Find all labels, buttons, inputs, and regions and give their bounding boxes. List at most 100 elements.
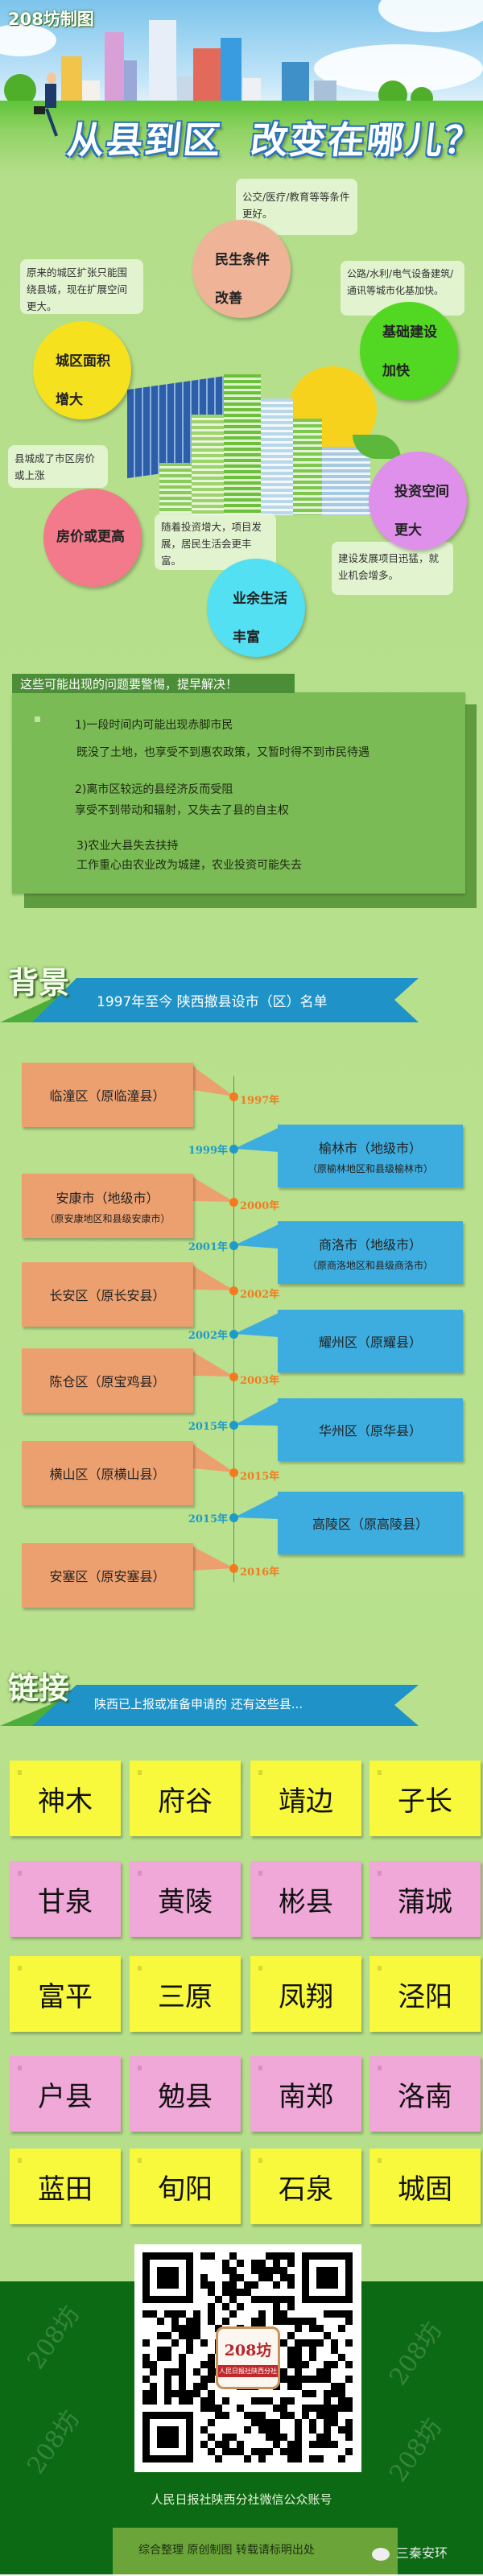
timeline-pointer [192, 1066, 234, 1096]
qr-module [244, 2412, 251, 2419]
timeline-entry-name: 横山区（原横山县） [49, 1467, 166, 1482]
qr-module [309, 2419, 316, 2426]
qr-module [150, 2383, 157, 2390]
timeline-year: 2000年 [240, 1200, 280, 1212]
qr-module [215, 2455, 222, 2462]
qr-module [273, 2303, 280, 2310]
qr-module [324, 2310, 331, 2318]
qr-module [273, 2281, 280, 2289]
qr-module [324, 2332, 331, 2339]
timeline-year: 1997年 [240, 1095, 280, 1107]
county-card: 府谷 [130, 1761, 241, 1836]
qr-module [229, 2310, 237, 2318]
timeline-pointer [234, 1402, 279, 1426]
qr-module [229, 2281, 237, 2289]
timeline-year: 2003年 [240, 1375, 280, 1387]
qr-module [345, 2419, 353, 2426]
qr-finder [157, 2426, 179, 2448]
qr-module [186, 2332, 193, 2339]
qr-module [287, 2455, 295, 2462]
qr-module [266, 2419, 273, 2426]
qr-module [200, 2339, 208, 2347]
qr-module [287, 2303, 295, 2310]
qr-module [215, 2441, 222, 2448]
timeline-entry: 临潼区（原临潼县） [22, 1063, 193, 1127]
timeline-dot [229, 1468, 238, 1477]
county-card: 户县 [10, 2056, 121, 2132]
qr-module [186, 2318, 193, 2325]
circle-housing-price-line1: 房价或更高 [56, 529, 125, 545]
county-card: 蒲城 [369, 1861, 481, 1937]
wechat-watermark: 三秦安环 [372, 2542, 448, 2562]
circle-infrastructure-line2: 加快 [382, 363, 410, 379]
qr-module [208, 2252, 215, 2260]
qr-module [164, 2390, 171, 2397]
timeline-pointer [192, 1546, 234, 1571]
qr-module [302, 2339, 309, 2347]
qr-module [280, 2274, 287, 2281]
bottom-edge [0, 2574, 483, 2576]
circle-housing-price: 房价或更高 [43, 489, 142, 587]
qr-module [287, 2361, 295, 2368]
qr-module [251, 2318, 258, 2325]
qr-code[interactable]: 208坊 人民日报社陕西分社 [134, 2244, 361, 2472]
qr-module [324, 2434, 331, 2441]
qr-module [273, 2296, 280, 2303]
timeline-entry-name: 安塞区（原安塞县） [49, 1569, 166, 1584]
qr-module [295, 2376, 302, 2383]
qr-module [237, 2448, 244, 2455]
qr-module [171, 2339, 179, 2347]
qr-module [142, 2354, 150, 2361]
county-card: 靖边 [250, 1761, 361, 1836]
qr-module [193, 2325, 200, 2332]
qr-finder [316, 2267, 338, 2289]
qr-module [345, 2361, 353, 2368]
qr-module [244, 2455, 251, 2462]
background-ribbon [0, 978, 419, 1022]
timeline-entry-name: 华州区（原华县） [318, 1423, 422, 1439]
timeline-dot [229, 1421, 238, 1430]
qr-module [200, 2274, 208, 2281]
timeline-entry-name: 商洛市（地级市） [318, 1236, 422, 1253]
qr-module [142, 2376, 150, 2383]
circle-urban-area-line1: 城区面积 [56, 353, 110, 369]
circle-livelihood: 民生条件 改善 [192, 220, 291, 318]
qr-module [266, 2448, 273, 2455]
qr-module [287, 2412, 295, 2419]
qr-module [338, 2405, 345, 2412]
qr-module [345, 2310, 353, 2318]
qr-module [193, 2390, 200, 2397]
qr-module [171, 2318, 179, 2325]
qr-module [280, 2412, 287, 2419]
qr-module [309, 2376, 316, 2383]
qr-module [295, 2361, 302, 2368]
qr-module [150, 2361, 157, 2368]
qr-module [258, 2310, 266, 2318]
qr-module [287, 2296, 295, 2303]
timeline-entry-note: （原榆林地区和县级榆林市） [307, 1162, 433, 1174]
qr-module [302, 2405, 309, 2412]
county-card: 神木 [10, 1761, 121, 1836]
qr-module [179, 2376, 186, 2383]
timeline-year: 2002年 [188, 1330, 228, 1342]
qr-module [150, 2397, 157, 2405]
qr-module [251, 2296, 258, 2303]
qr-module [324, 2361, 331, 2368]
qr-module [179, 2310, 186, 2318]
qr-module [280, 2310, 287, 2318]
qr-module [244, 2281, 251, 2289]
qr-module [345, 2426, 353, 2434]
qr-module [157, 2332, 164, 2339]
qr-module [186, 2325, 193, 2332]
qr-module [280, 2267, 287, 2274]
circle-investment: 投资空间 更大 [369, 452, 467, 550]
qr-module [258, 2412, 266, 2419]
green-city-illustration [111, 342, 404, 515]
qr-module [295, 2347, 302, 2354]
timeline-dot [229, 1198, 238, 1207]
qr-module [280, 2368, 287, 2376]
qr-module [280, 2376, 287, 2383]
county-card: 三原 [130, 1956, 241, 2032]
timeline-entry-name: 陈仓区（原宝鸡县） [49, 1374, 166, 1389]
qr-module [258, 2448, 266, 2455]
